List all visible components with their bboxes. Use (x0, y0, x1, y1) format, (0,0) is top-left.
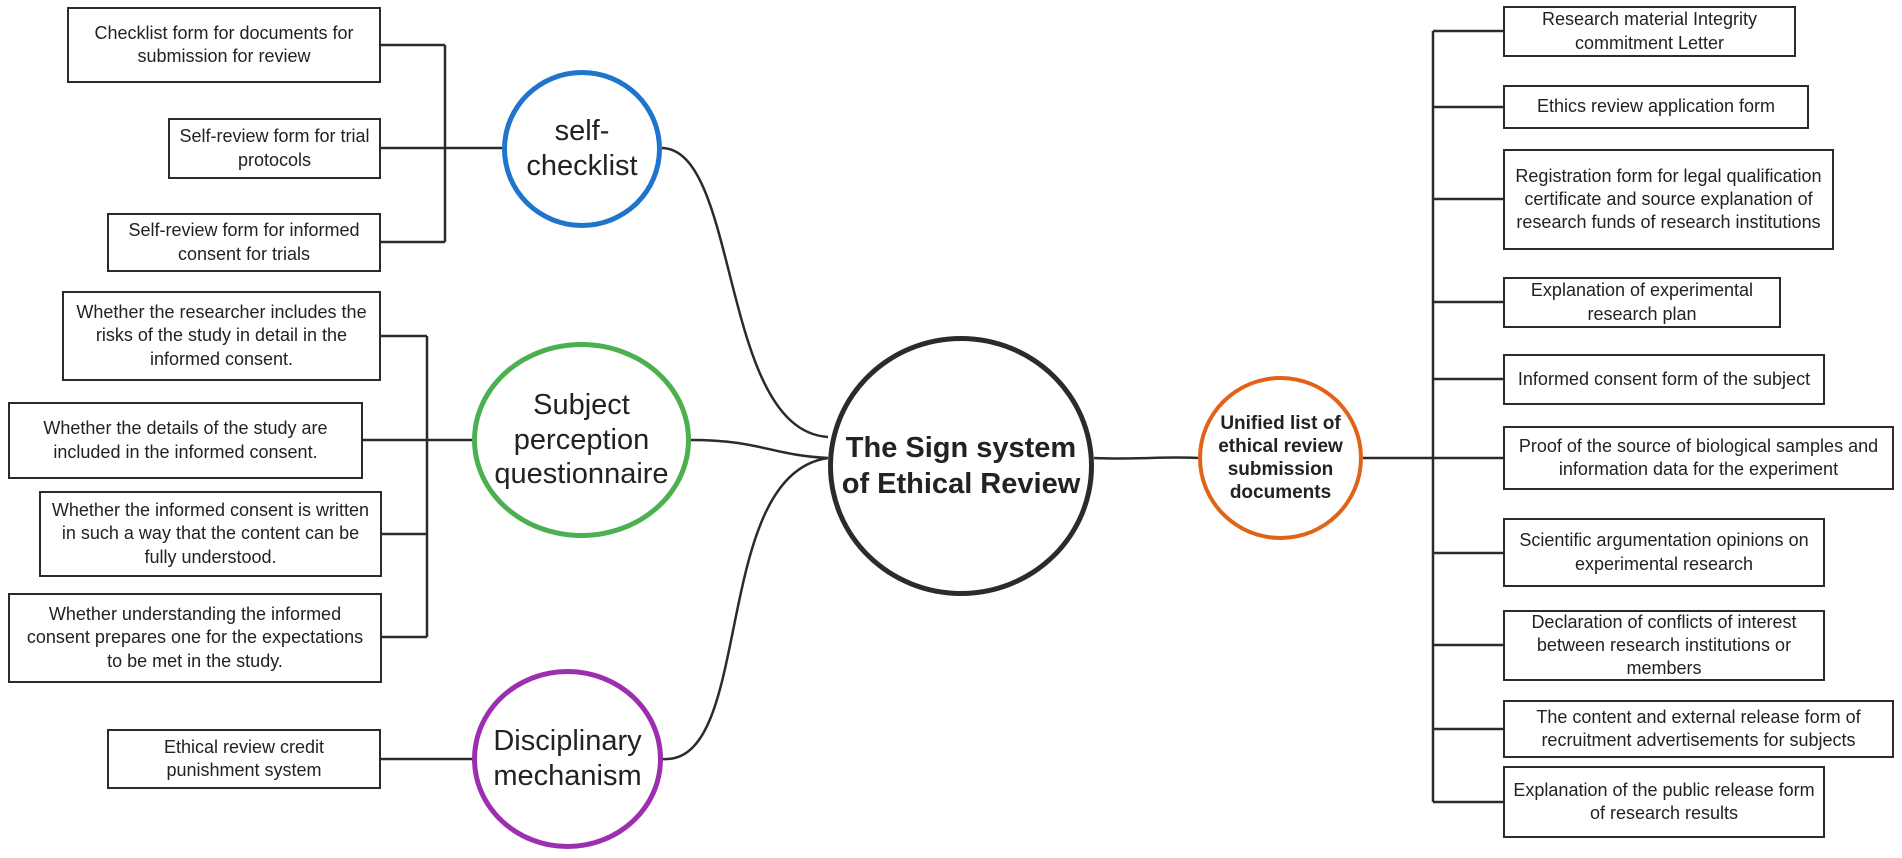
self-checklist-item: Self-review form for informed consent fo… (107, 213, 381, 272)
unified-list-item: Declaration of conflicts of interest bet… (1503, 610, 1825, 681)
self-checklist-item: Checklist form for documents for submiss… (67, 7, 381, 83)
unified-list-item: Ethics review application form (1503, 85, 1809, 129)
self-checklist-node: self-checklist (502, 70, 662, 228)
subject-perception-node: Subject perception questionnaire (472, 342, 691, 538)
disciplinary-item: Ethical review credit punishment system (107, 729, 381, 789)
connector (662, 456, 829, 761)
unified-list-item: Explanation of the public release form o… (1503, 766, 1825, 838)
self-checklist-item: Self-review form for trial protocols (168, 118, 381, 179)
unified-list-item: The content and external release form of… (1503, 700, 1894, 758)
unified-list-item: Research material Integrity commitment L… (1503, 6, 1796, 57)
center-label: The Sign system of Ethical Review (841, 431, 1081, 500)
unified-list-item: Explanation of experimental research pla… (1503, 277, 1781, 328)
connector (690, 438, 829, 460)
connector (661, 146, 829, 439)
subject-perception-item: Whether the details of the study are inc… (8, 402, 363, 479)
subject-perception-item: Whether understanding the informed conse… (8, 593, 382, 683)
self-checklist-label: self-checklist (526, 115, 638, 182)
subject-perception-item: Whether the researcher includes the risk… (62, 291, 381, 381)
unified-list-item: Registration form for legal qualificatio… (1503, 149, 1834, 250)
disciplinary-node: Disciplinary mechanism (472, 669, 663, 849)
subject-perception-label: Subject perception questionnaire (494, 388, 669, 491)
connector (1093, 456, 1199, 460)
unified-list-item: Proof of the source of biological sample… (1503, 426, 1894, 490)
subject-perception-item: Whether the informed consent is written … (39, 491, 382, 577)
unified-list-label: Unified list of ethical review submissio… (1218, 412, 1343, 504)
unified-list-item: Scientific argumentation opinions on exp… (1503, 518, 1825, 587)
center-node: The Sign system of Ethical Review (828, 336, 1094, 596)
unified-list-item: Informed consent form of the subject (1503, 354, 1825, 405)
unified-list-node: Unified list of ethical review submissio… (1198, 376, 1363, 540)
disciplinary-label: Disciplinary mechanism (493, 725, 642, 792)
